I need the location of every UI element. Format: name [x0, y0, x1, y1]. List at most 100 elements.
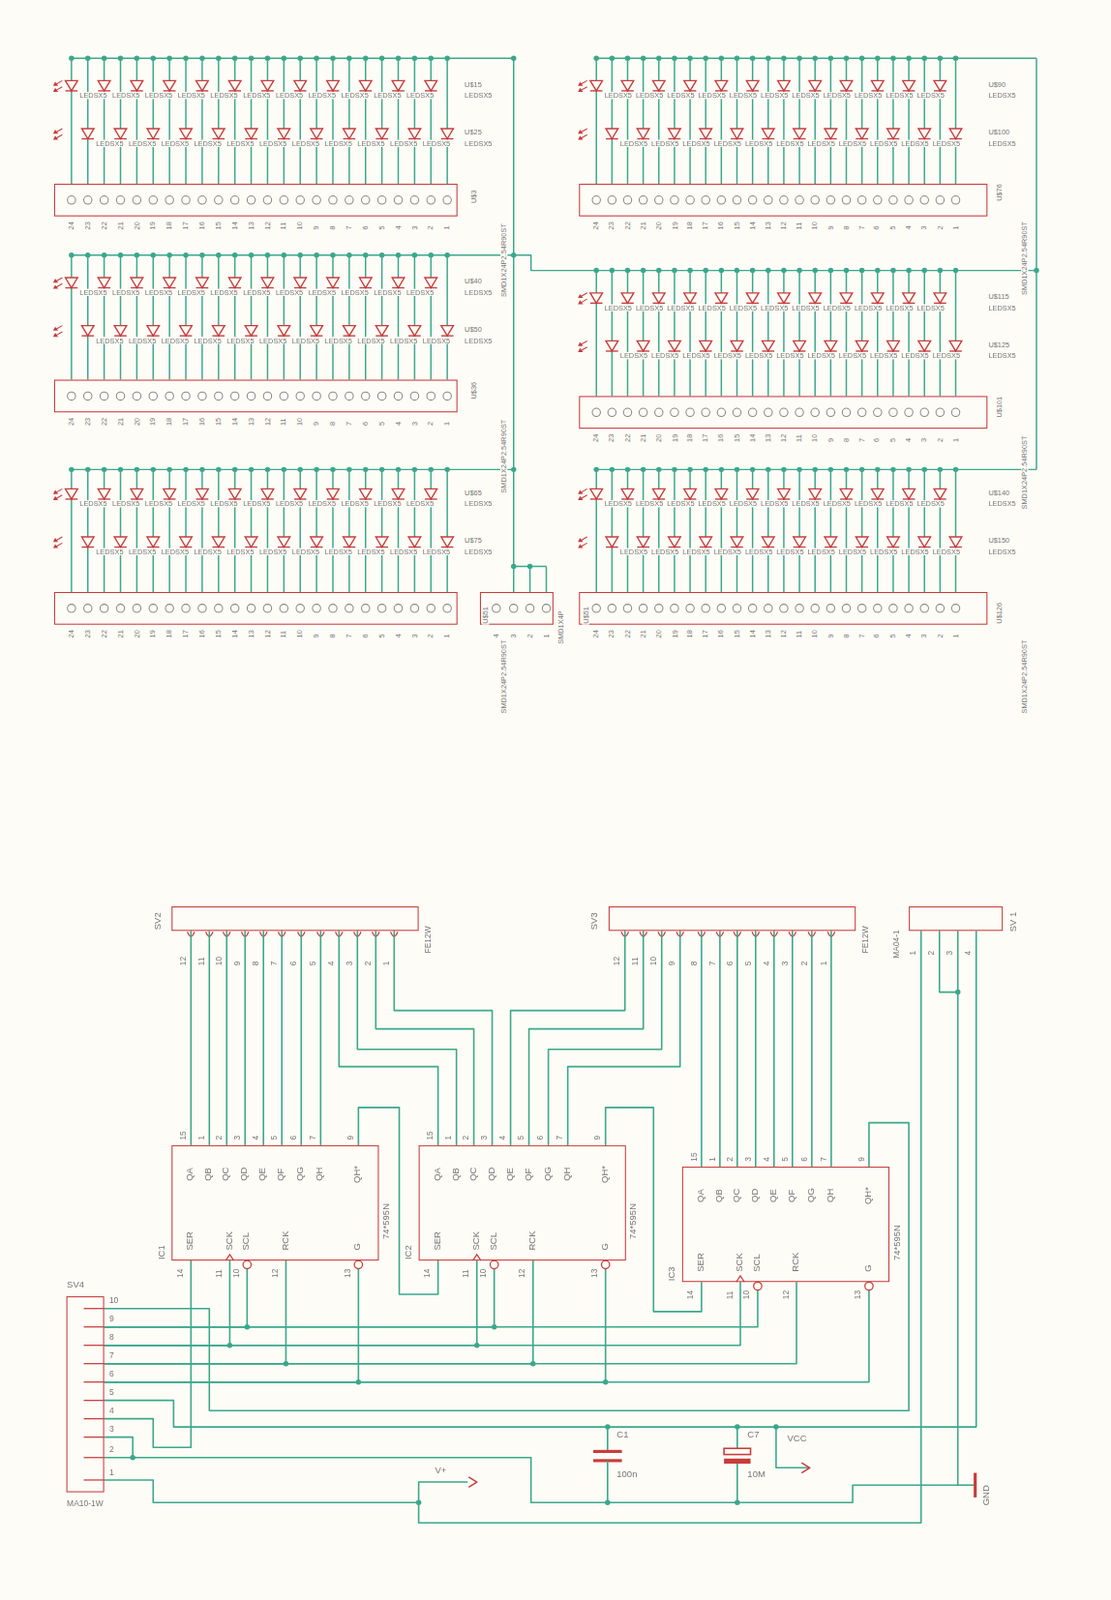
led-wire: [923, 270, 925, 397]
led-symbol: [147, 326, 160, 337]
pin-name: QA: [185, 1166, 195, 1182]
pin-name: QH*: [353, 1164, 362, 1184]
led-wire: [673, 58, 675, 184]
junction-dot: [510, 252, 516, 258]
led-wire: [892, 58, 894, 184]
led-emission-arrow: [577, 81, 583, 86]
pin-pad: [638, 196, 647, 205]
wire: [736, 1464, 739, 1503]
led-wire: [830, 469, 832, 593]
led-symbol: [933, 80, 947, 91]
junction-dot: [283, 1361, 289, 1367]
pin-number: 4: [252, 1135, 261, 1142]
led-wire: [751, 270, 753, 397]
led-wire: [87, 469, 89, 593]
pin-name: QB: [714, 1188, 723, 1204]
pin-number: 11: [279, 221, 287, 232]
wire: [104, 1261, 478, 1347]
led-value: LEDSX5: [274, 500, 304, 508]
led-symbol: [590, 488, 603, 500]
pin-number: 2: [426, 224, 434, 231]
led-symbol: [81, 334, 94, 336]
junction-dot: [330, 55, 335, 61]
junction-dot: [625, 55, 631, 61]
led-wire: [658, 469, 660, 593]
led-symbol: [621, 488, 634, 500]
led-symbol: [793, 537, 807, 548]
pin-pad: [132, 604, 141, 613]
led-value: LEDSX5: [323, 336, 353, 344]
led-symbol: [310, 537, 324, 548]
led-symbol: [343, 128, 357, 140]
junction-dot: [101, 467, 107, 473]
led-wire: [689, 469, 691, 593]
led-wire: [136, 58, 138, 184]
pin-number: 7: [270, 960, 279, 967]
led-symbol: [211, 128, 225, 140]
junction-dot: [937, 55, 943, 61]
led-value: LEDSX5: [339, 500, 369, 508]
junction-dot: [796, 467, 802, 473]
led-value: LEDSX5: [915, 500, 945, 508]
pin-pad: [748, 408, 756, 417]
led-symbol: [65, 287, 79, 289]
junction-dot: [843, 467, 849, 473]
led-wire: [217, 255, 219, 381]
pin-pad: [810, 604, 819, 613]
led-symbol: [277, 128, 291, 140]
pin-pad: [841, 604, 850, 613]
pin-number: 4: [393, 224, 401, 231]
pin-number: 17: [181, 629, 189, 639]
led-wire: [87, 58, 89, 184]
led-wire: [87, 255, 89, 381]
pin-number: 19: [149, 629, 156, 639]
led-symbol: [81, 537, 94, 548]
led-wire: [348, 255, 350, 381]
pin-header: U$51SMD1X4P: [480, 592, 554, 626]
led-symbol: [652, 488, 665, 500]
pin-number: 8: [329, 632, 336, 639]
pin-pad: [296, 391, 304, 400]
led-symbol: [605, 128, 619, 140]
junction-dot: [811, 55, 817, 61]
led-symbol: [605, 350, 619, 352]
pin-number: 16: [717, 433, 724, 444]
pin-number: 9: [826, 224, 834, 231]
led-symbol: [652, 293, 665, 304]
led-wire: [184, 255, 186, 381]
pin-number: 3: [346, 960, 355, 967]
led-wire: [704, 58, 706, 184]
wire: [209, 930, 211, 1146]
junction-dot: [101, 252, 107, 258]
pin-number: 3: [920, 437, 928, 444]
pin-number: 4: [762, 1156, 771, 1164]
pin-number: 8: [690, 960, 698, 967]
junction-dot: [734, 268, 740, 273]
junction-dot: [953, 467, 959, 473]
led-wire: [381, 58, 383, 184]
led-emission-arrow: [577, 294, 583, 299]
led-wire: [234, 58, 236, 184]
junction-dot: [609, 268, 615, 273]
pin-name: QH: [562, 1166, 571, 1182]
wire: [393, 930, 492, 1146]
pin-contact: [84, 1457, 105, 1459]
pin-pad: [592, 604, 601, 613]
pin-pad: [841, 408, 850, 417]
pin-pad: [377, 391, 386, 400]
pin-number: 2: [928, 950, 936, 958]
led-wire: [751, 58, 753, 184]
junction-dot: [765, 268, 771, 273]
junction-dot: [215, 55, 221, 61]
female-header: SV3FE12W: [608, 906, 856, 931]
junction-dot: [843, 55, 849, 61]
led-value: LEDSX5: [931, 140, 961, 148]
junction-dot: [265, 467, 271, 473]
led-wire: [201, 255, 203, 381]
inversion-circle: [354, 1261, 362, 1269]
pin-number: 20: [132, 629, 140, 639]
pin-number: 16: [717, 220, 724, 231]
pin-number: 10: [480, 1268, 488, 1281]
led-value: LEDSX5: [806, 140, 836, 148]
pin-number: 13: [854, 1290, 863, 1302]
